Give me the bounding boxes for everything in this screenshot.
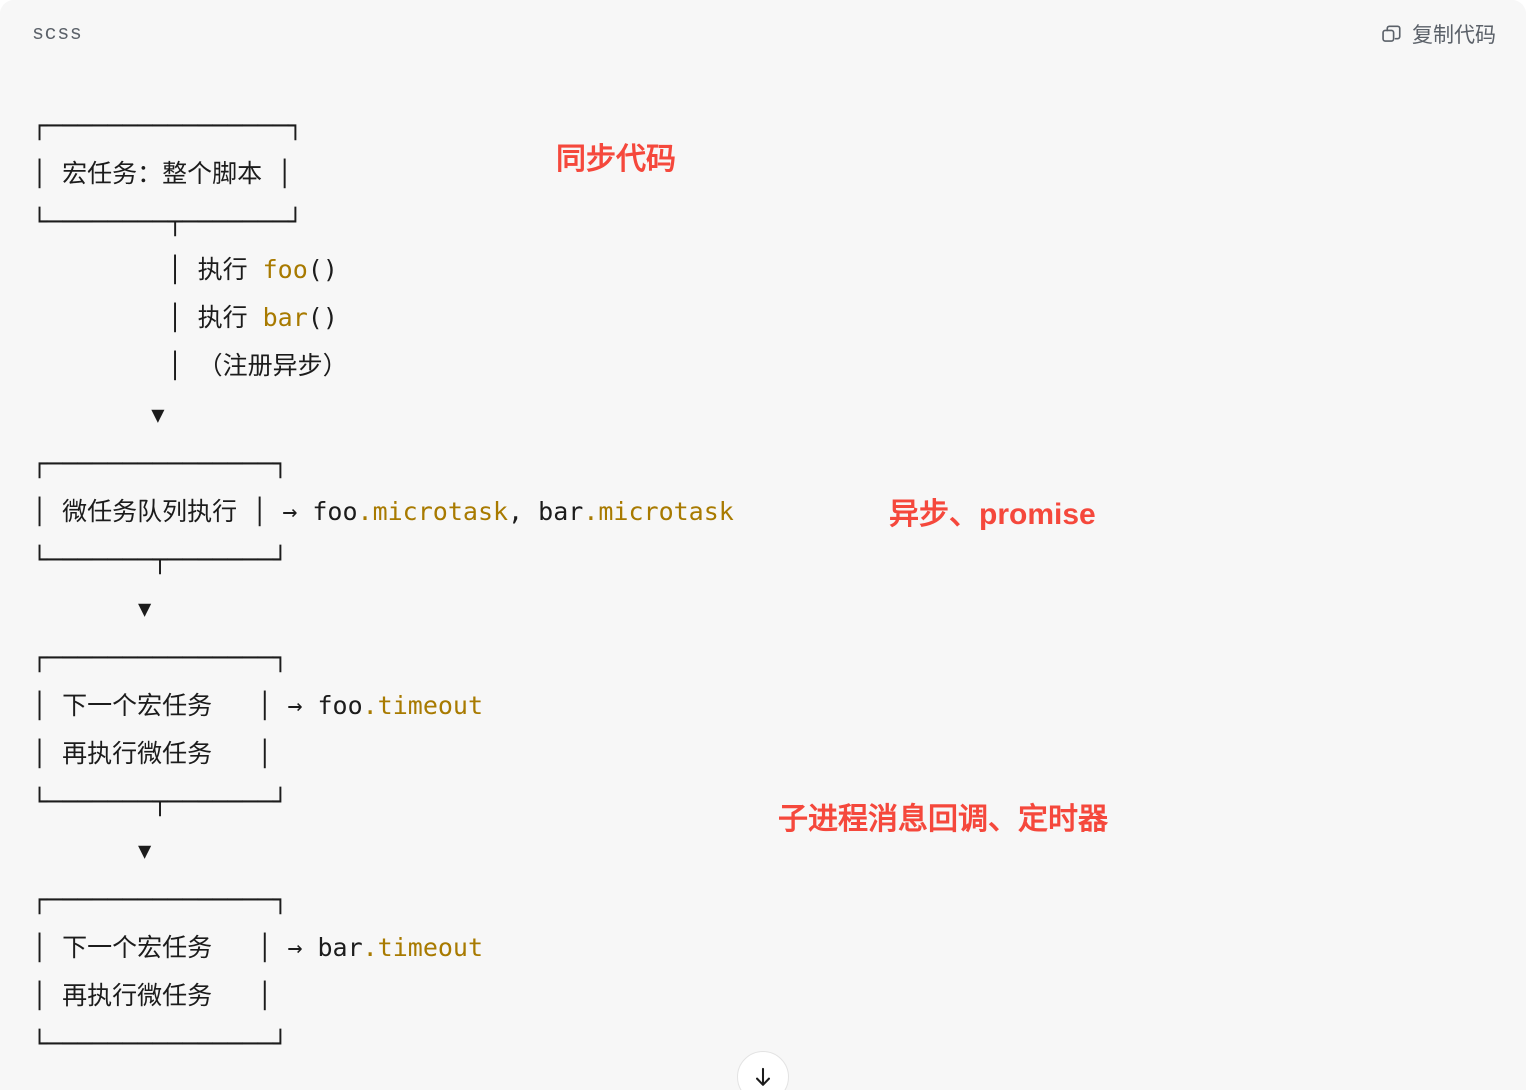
expand-code-button[interactable] <box>737 1051 789 1090</box>
code-obj-bar-micro: bar <box>538 497 584 526</box>
code-line-17: ┌───────────────┐ <box>32 885 288 914</box>
code-line-11-arrow: ▼ <box>32 597 152 622</box>
annotation-async-promise: 异步、promise <box>889 498 1096 531</box>
code-line-15: └───────┬───────┘ <box>32 787 288 816</box>
code-prop-timeout-bar: .timeout <box>362 933 484 962</box>
code-fn-bar: bar <box>262 303 308 332</box>
code-content: ┌────────────────┐ │ 宏任务：整个脚本 │ └───────… <box>0 68 1526 1090</box>
code-line-16-arrow: ▼ <box>32 839 152 864</box>
code-line-12: ┌───────────────┐ <box>32 643 288 672</box>
code-obj-foo-timeout: foo <box>317 691 363 720</box>
code-line-13-box: │ 下一个宏任务 │ → <box>32 691 318 720</box>
code-line-5-suffix: () <box>307 303 338 332</box>
ascii-diagram: ┌────────────────┐ │ 宏任务：整个脚本 │ └───────… <box>32 102 1494 1068</box>
code-prop-microtask-foo: .microtask <box>357 497 509 526</box>
code-line-1: ┌────────────────┐ <box>32 111 303 140</box>
code-obj-bar-timeout: bar <box>317 933 363 962</box>
code-obj-foo-micro: foo <box>312 497 358 526</box>
code-line-19: │ 再执行微任务 │ <box>32 981 273 1010</box>
annotation-child-process-timer: 子进程消息回调、定时器 <box>778 803 1108 836</box>
code-line-7-arrow: ▼ <box>32 403 165 428</box>
code-prop-microtask-bar: .microtask <box>583 497 734 526</box>
code-line-6: │ （注册异步） <box>32 351 348 380</box>
code-line-8: ┌───────────────┐ <box>32 449 288 478</box>
code-line-4-prefix: │ 执行 <box>32 255 263 284</box>
code-line-18-box: │ 下一个宏任务 │ → <box>32 933 318 962</box>
copy-code-label: 复制代码 <box>1412 24 1496 47</box>
arrow-down-icon <box>750 1064 776 1090</box>
code-line-14: │ 再执行微任务 │ <box>32 739 273 768</box>
code-line-2: │ 宏任务：整个脚本 │ <box>32 159 293 188</box>
code-line-4-suffix: () <box>307 255 338 284</box>
code-prop-timeout-foo: .timeout <box>362 691 484 720</box>
code-line-9-box: │ 微任务队列执行 │ → <box>32 497 313 526</box>
code-block-header: scss 复制代码 <box>0 0 1526 68</box>
code-line-20: └───────────────┘ <box>32 1029 288 1058</box>
code-line-3: └────────┬───────┘ <box>32 207 303 236</box>
language-label: scss <box>32 22 83 46</box>
code-line-10: └───────┬───────┘ <box>32 545 288 574</box>
code-line-9-sep: , <box>508 497 539 526</box>
code-line-5-prefix: │ 执行 <box>32 303 263 332</box>
copy-code-button[interactable]: 复制代码 <box>1380 19 1496 49</box>
code-fn-foo: foo <box>262 255 308 284</box>
copy-icon <box>1380 23 1403 46</box>
annotation-sync-code: 同步代码 <box>556 143 676 176</box>
